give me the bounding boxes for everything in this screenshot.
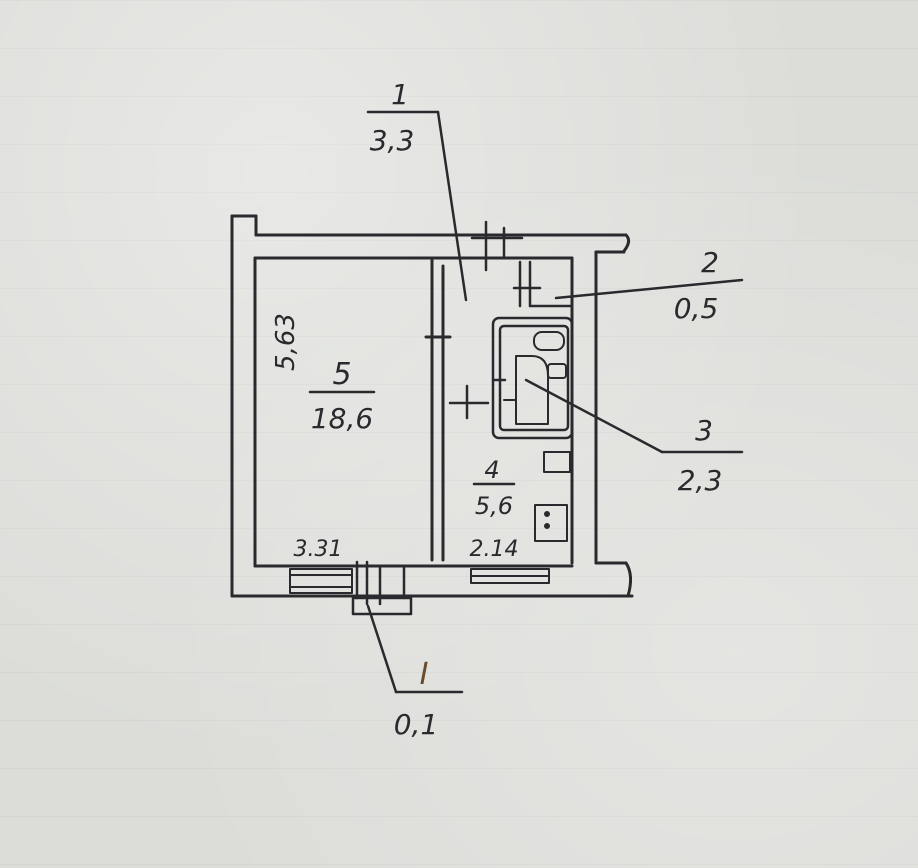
- room-3-area: 2,3: [678, 464, 723, 497]
- room-4-area: 5,6: [475, 492, 513, 520]
- corridor-door-mark: [448, 384, 490, 420]
- room-2-area: 0,5: [674, 292, 719, 325]
- room-1-number: 1: [391, 78, 409, 111]
- leader-lines: [366, 110, 744, 694]
- fraction-bars: [308, 390, 516, 486]
- room-4-number: 4: [484, 456, 499, 484]
- window-room-4: [470, 568, 550, 584]
- room-3-number: 3: [695, 414, 713, 447]
- bathtub-icon: [503, 355, 549, 425]
- window-room-5: [289, 568, 353, 594]
- top-door-marks: [470, 220, 524, 272]
- sink-icon: [547, 363, 567, 379]
- kitchen-sink-icon: [543, 451, 571, 473]
- stove-icon: [534, 504, 568, 542]
- room-2-number: 2: [701, 246, 719, 279]
- room-1-area: 3,3: [370, 124, 415, 157]
- room-2-partition: [512, 260, 574, 308]
- toilet-icon: [533, 331, 565, 351]
- balcony-number: I: [420, 657, 429, 692]
- bathroom-walls: [491, 316, 574, 440]
- balcony-area: 0,1: [394, 708, 439, 741]
- room-5-depth: 5,63: [271, 313, 301, 371]
- room-5-area: 18,6: [311, 402, 373, 435]
- partition-wall: [424, 258, 452, 562]
- room-5-number: 5: [332, 357, 351, 392]
- balcony: [351, 596, 413, 616]
- room-4-width: 2.14: [470, 537, 519, 562]
- room-5-width: 3.31: [294, 537, 343, 562]
